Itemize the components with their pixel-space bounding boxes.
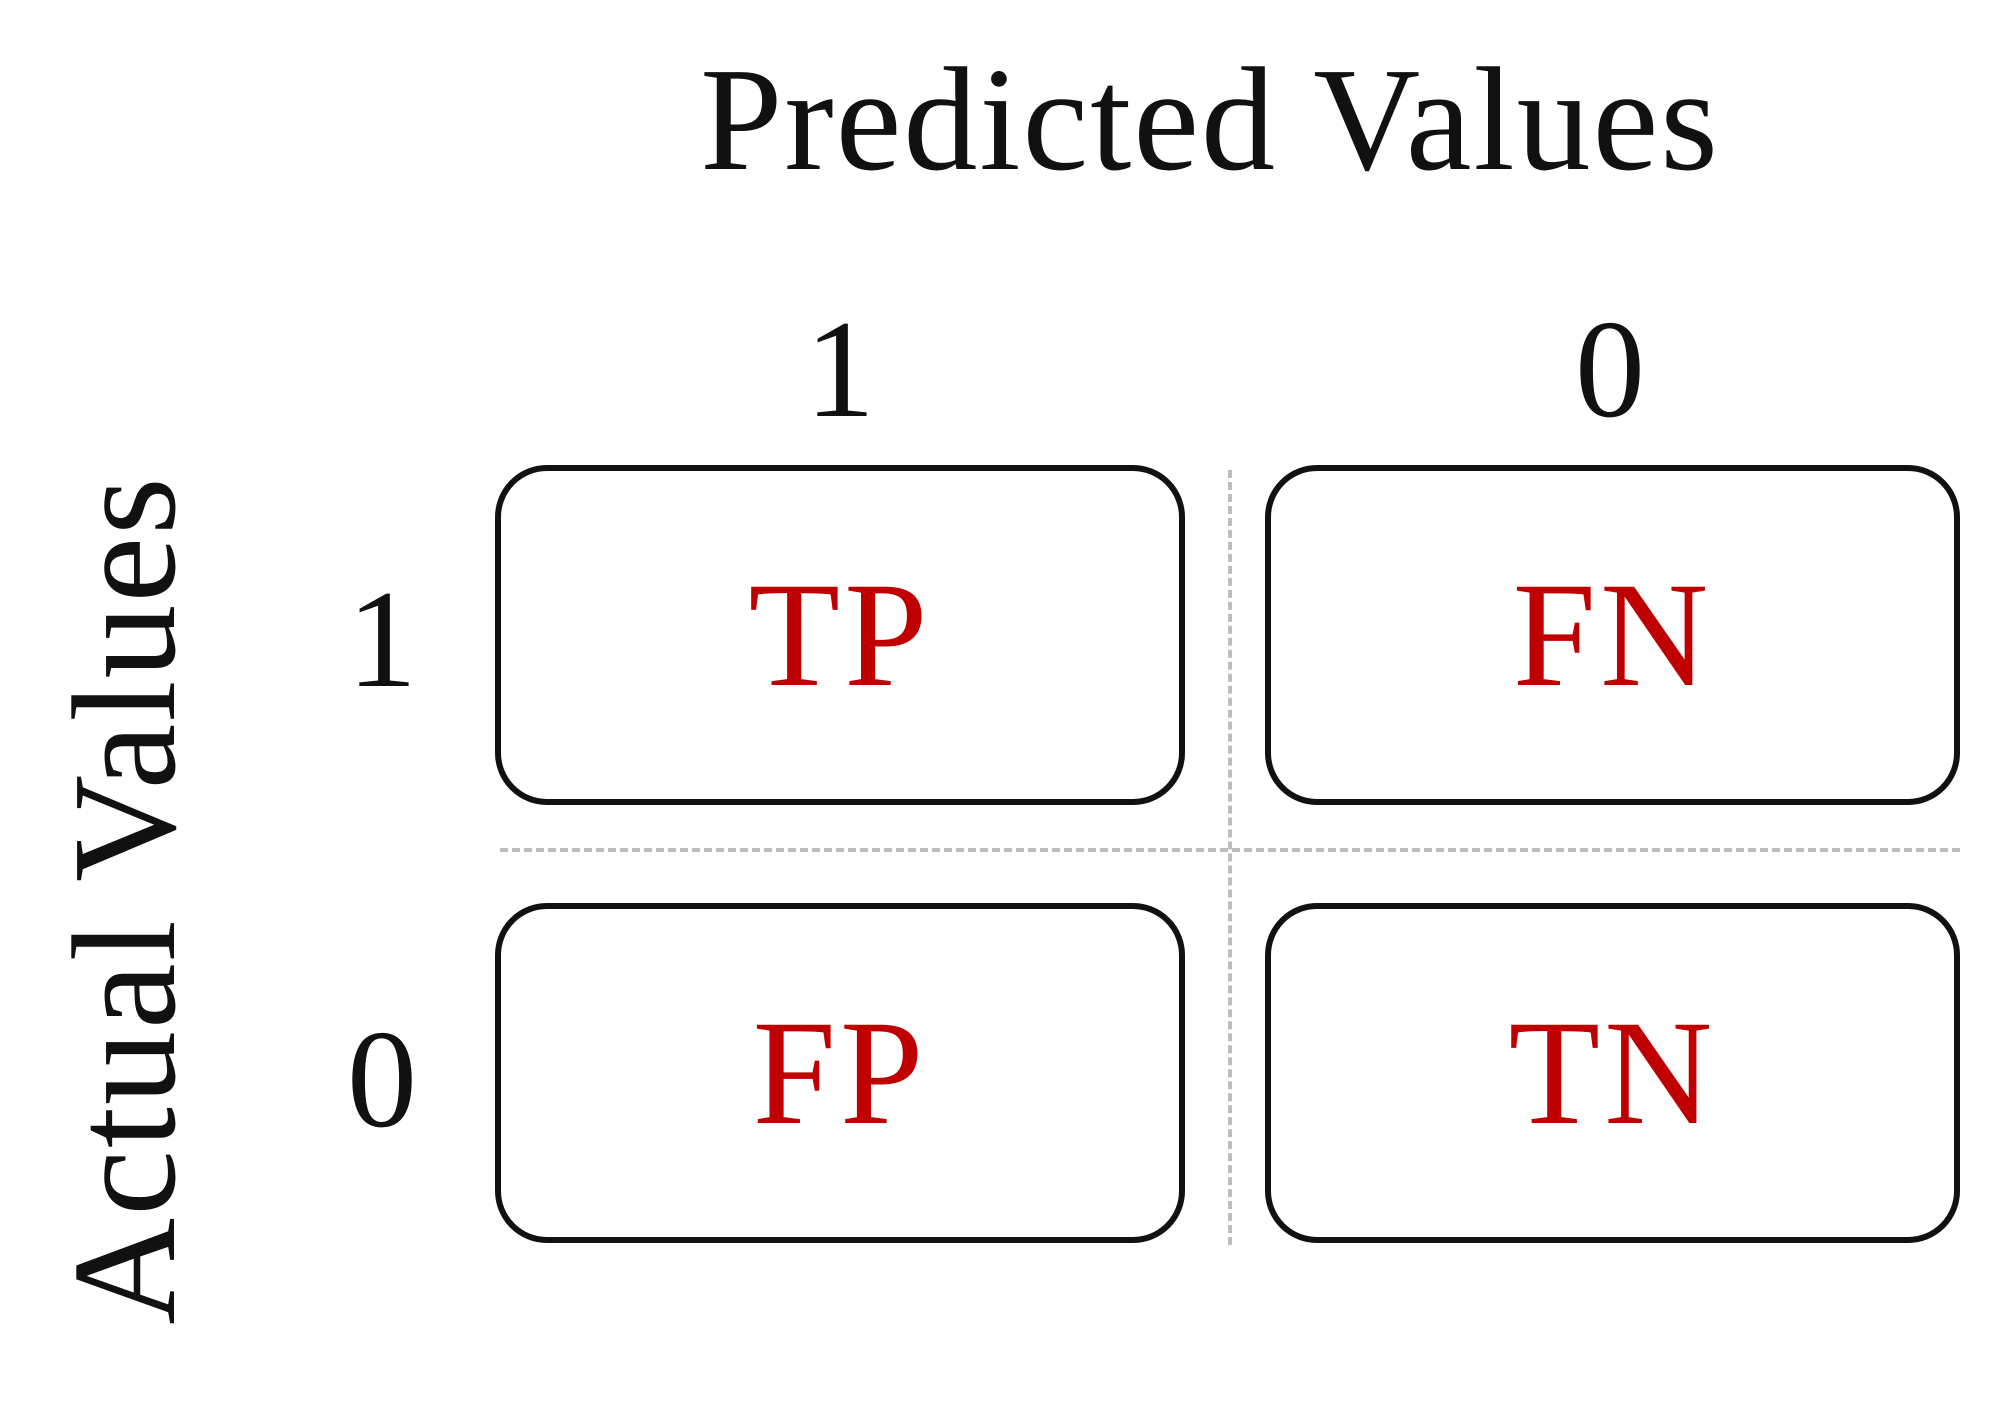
false-positive-cell: FP [495, 903, 1185, 1243]
actual-row-label-0: 0 [347, 1002, 417, 1157]
true-negative-cell: TN [1265, 903, 1960, 1243]
true-positive-label: TP [748, 552, 932, 718]
predicted-column-label-0: 0 [1575, 292, 1645, 447]
predicted-values-title: Predicted Values [700, 38, 1720, 202]
false-negative-cell: FN [1265, 465, 1960, 805]
horizontal-divider [500, 848, 1960, 852]
actual-values-title: Actual Values [43, 475, 207, 1325]
predicted-column-label-1: 1 [805, 292, 875, 447]
true-negative-label: TN [1508, 990, 1717, 1156]
actual-row-label-1: 1 [347, 562, 417, 717]
vertical-divider [1228, 470, 1232, 1245]
true-positive-cell: TP [495, 465, 1185, 805]
false-positive-label: FP [752, 990, 928, 1156]
false-negative-label: FN [1512, 552, 1713, 718]
